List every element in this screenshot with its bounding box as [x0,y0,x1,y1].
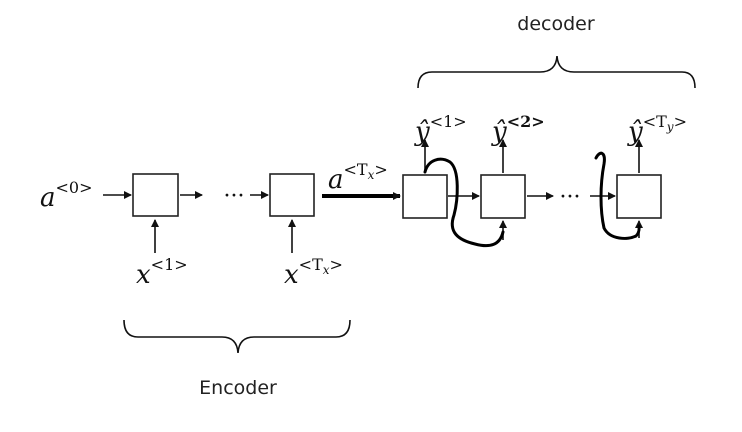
decoder-cell-ty [616,174,662,219]
label-y1: ŷ<1> [414,112,467,147]
decoder-brace [417,55,696,89]
decoder-cell-1 [402,174,448,219]
ellipsis-encoder: ··· [224,184,245,209]
label-a0: a<0> [40,178,93,213]
label-yTy: ŷ<Ty> [627,112,687,147]
ellipsis-decoder: ··· [560,185,581,210]
encoder-label: Encoder [199,377,277,399]
encoder-brace [123,319,351,354]
handdrawn-feedback-ty [594,151,641,240]
decoder-label: decoder [517,13,595,35]
label-x1: x<1> [136,255,188,290]
label-y2: ŷ<2> [491,112,545,147]
encoder-cell-1 [132,173,179,217]
handdrawn-feedback-1 [423,157,505,248]
label-xTx: x<Tx> [284,255,343,290]
decoder-cell-2 [480,174,526,219]
encoder-cell-tx [269,173,315,217]
label-aTx: a<Tx> [328,160,388,195]
